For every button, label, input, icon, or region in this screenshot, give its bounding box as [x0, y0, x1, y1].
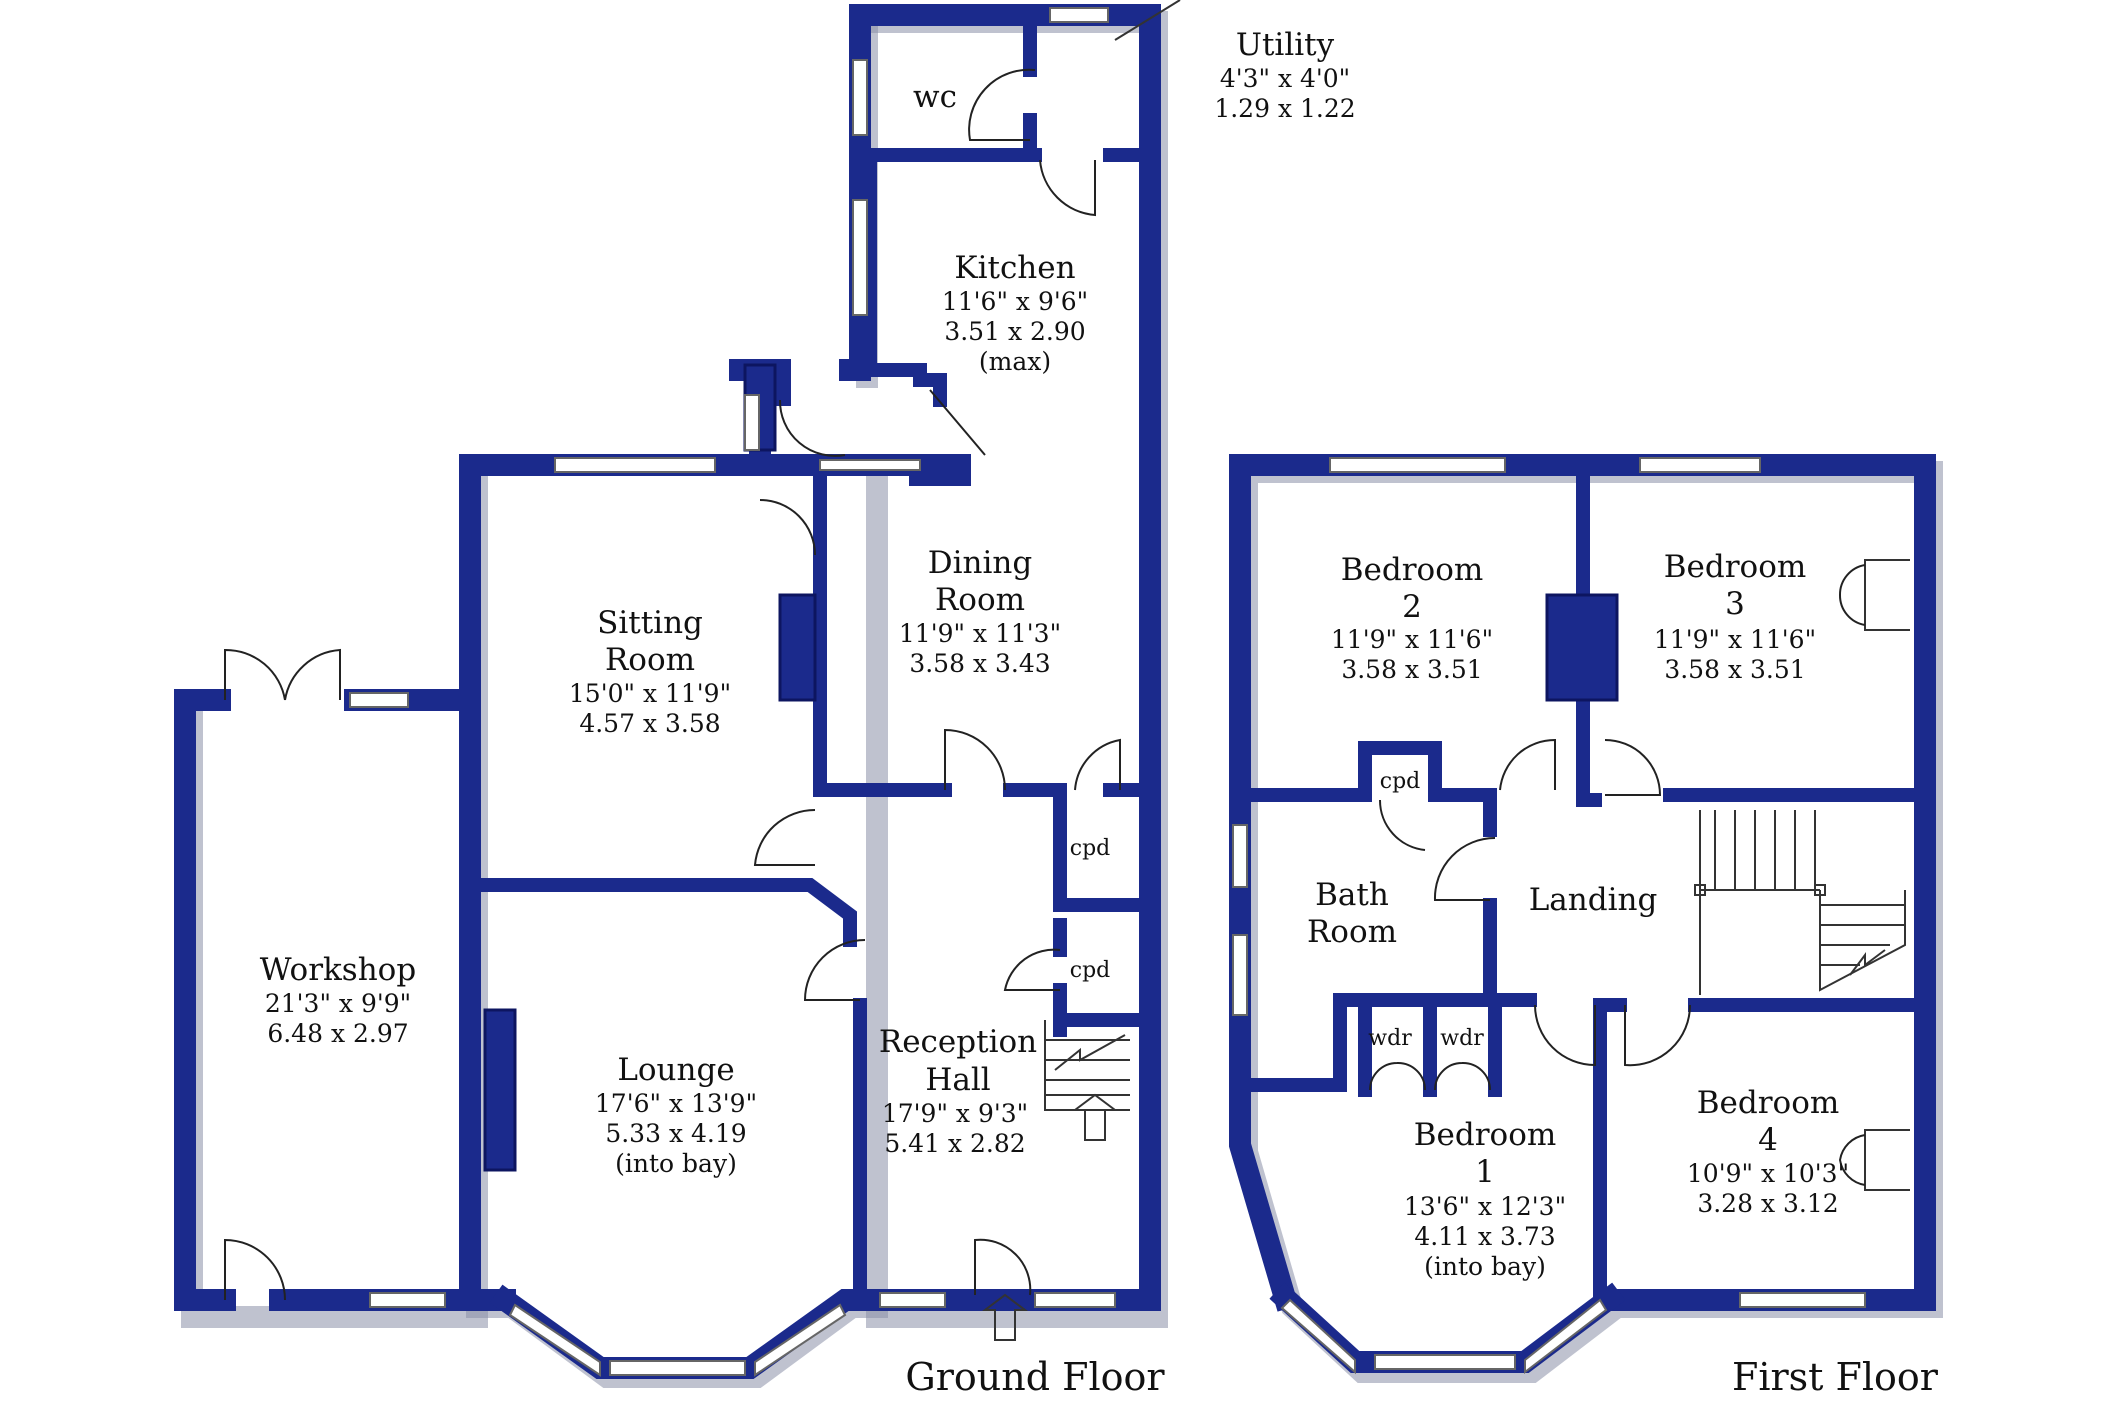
bed2-imperial: 11'9" x 11'6"	[1331, 625, 1493, 654]
kitchen-metric: 3.51 x 2.90	[944, 317, 1085, 346]
ground-floor-title: Ground Floor	[905, 1355, 1165, 1399]
kitchen-note: (max)	[979, 347, 1051, 376]
reception-imperial: 17'9" x 9'3"	[882, 1099, 1028, 1128]
bed1-name-line2: 1	[1475, 1154, 1495, 1190]
reception-name-line2: Hall	[925, 1062, 990, 1098]
bed4-name-line1: Bedroom	[1697, 1085, 1840, 1121]
wdr-left-name: wdr	[1368, 1026, 1412, 1051]
lounge-name: Lounge	[617, 1052, 734, 1088]
bed1-imperial: 13'6" x 12'3"	[1404, 1192, 1566, 1221]
first-cpd-name: cpd	[1380, 769, 1421, 794]
bed2-metric: 3.58 x 3.51	[1341, 655, 1482, 684]
bath-name-line1: Bath	[1315, 877, 1389, 913]
workshop-metric: 6.48 x 2.97	[267, 1019, 408, 1048]
utility-name: Utility	[1236, 27, 1335, 63]
windows	[349, 7, 1116, 1377]
dining-imperial: 11'9" x 11'3"	[899, 619, 1061, 648]
bed3-imperial: 11'9" x 11'6"	[1654, 625, 1816, 654]
lounge-metric: 5.33 x 4.19	[605, 1119, 746, 1148]
ground-floor-plan: Utility 4'3" x 4'0" 1.29 x 1.22 wc Kitch…	[174, 0, 1356, 1399]
bath-name-line2: Room	[1307, 914, 1397, 950]
bed1-metric: 4.11 x 3.73	[1414, 1222, 1555, 1251]
bed1-name-line1: Bedroom	[1414, 1117, 1557, 1153]
cpd-lower-name: cpd	[1070, 958, 1111, 983]
bed4-imperial: 10'9" x 10'3"	[1687, 1159, 1849, 1188]
stairs	[1694, 810, 1906, 995]
sitting-name-line2: Room	[605, 642, 695, 678]
kitchen-imperial: 11'6" x 9'6"	[942, 287, 1088, 316]
first-floor-plan: Bedroom 2 11'9" x 11'6" 3.58 x 3.51 Bedr…	[1229, 454, 1943, 1399]
utility-metric: 1.29 x 1.22	[1214, 94, 1355, 123]
bed2-name-line1: Bedroom	[1341, 552, 1484, 588]
sitting-metric: 4.57 x 3.58	[579, 709, 720, 738]
first-floor-labels: Bedroom 2 11'9" x 11'6" 3.58 x 3.51 Bedr…	[1307, 549, 1939, 1399]
windows	[1232, 457, 1866, 1375]
ground-floor-labels: Utility 4'3" x 4'0" 1.29 x 1.22 wc Kitch…	[260, 27, 1356, 1399]
lounge-imperial: 17'6" x 13'9"	[595, 1089, 757, 1118]
bed3-name-line1: Bedroom	[1664, 549, 1807, 585]
chimney-breast	[483, 1008, 517, 1172]
wc-name: wc	[913, 79, 957, 115]
workshop-imperial: 21'3" x 9'9"	[265, 989, 411, 1018]
workshop-name: Workshop	[260, 952, 416, 988]
dining-name-line2: Room	[935, 582, 1025, 618]
doors	[224, 68, 1121, 1301]
bed3-name-line2: 3	[1725, 586, 1745, 622]
cpd-upper-name: cpd	[1070, 836, 1111, 861]
stairs	[982, 0, 1181, 1341]
bed4-metric: 3.28 x 3.12	[1697, 1189, 1838, 1218]
reception-name-line1: Reception	[879, 1024, 1037, 1060]
bed4-name-line2: 4	[1758, 1122, 1778, 1158]
reception-metric: 5.41 x 2.82	[884, 1129, 1025, 1158]
sitting-imperial: 15'0" x 11'9"	[569, 679, 731, 708]
dining-name-line1: Dining	[928, 545, 1032, 581]
utility-imperial: 4'3" x 4'0"	[1220, 64, 1350, 93]
bed1-note: (into bay)	[1424, 1252, 1546, 1281]
first-floor-title: First Floor	[1732, 1355, 1939, 1399]
chimney-breast	[1545, 593, 1619, 702]
landing-name: Landing	[1529, 882, 1658, 918]
lounge-note: (into bay)	[615, 1149, 737, 1178]
bed2-name-line2: 2	[1402, 589, 1422, 625]
bed3-metric: 3.58 x 3.51	[1664, 655, 1805, 684]
doors	[1369, 559, 1910, 1191]
dining-metric: 3.58 x 3.43	[909, 649, 1050, 678]
chimney-breast	[778, 593, 817, 702]
kitchen-name: Kitchen	[954, 250, 1075, 286]
sitting-name-line1: Sitting	[597, 605, 703, 641]
wdr-right-name: wdr	[1440, 1026, 1484, 1051]
